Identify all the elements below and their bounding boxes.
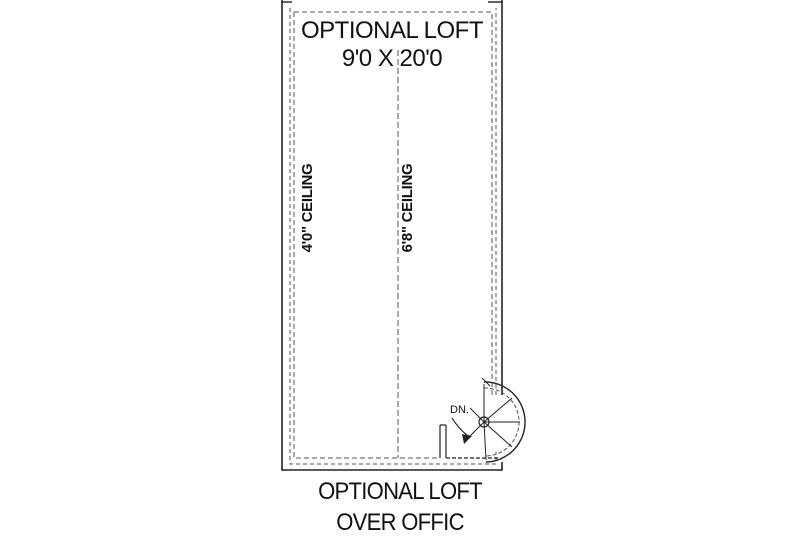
- caption-line-2: OVER OFFIC: [336, 509, 464, 536]
- ceiling-label-left: 4'0" CEILING: [299, 164, 316, 253]
- spiral-stair: [465, 377, 526, 463]
- inner-wall-dashed-2: [293, 11, 493, 459]
- stair-down-label: DN.: [450, 404, 469, 416]
- inner-wall-dashed: [289, 8, 497, 465]
- room-title: OPTIONAL LOFT: [301, 17, 484, 44]
- ceiling-label-right: 6'8" CEILING: [399, 164, 416, 253]
- outer-wall: [281, 0, 503, 471]
- room-dimensions: 9'0 X 20'0: [342, 45, 442, 72]
- caption-line-1: OPTIONAL LOFT: [318, 478, 483, 505]
- down-arrow-icon: [451, 417, 472, 444]
